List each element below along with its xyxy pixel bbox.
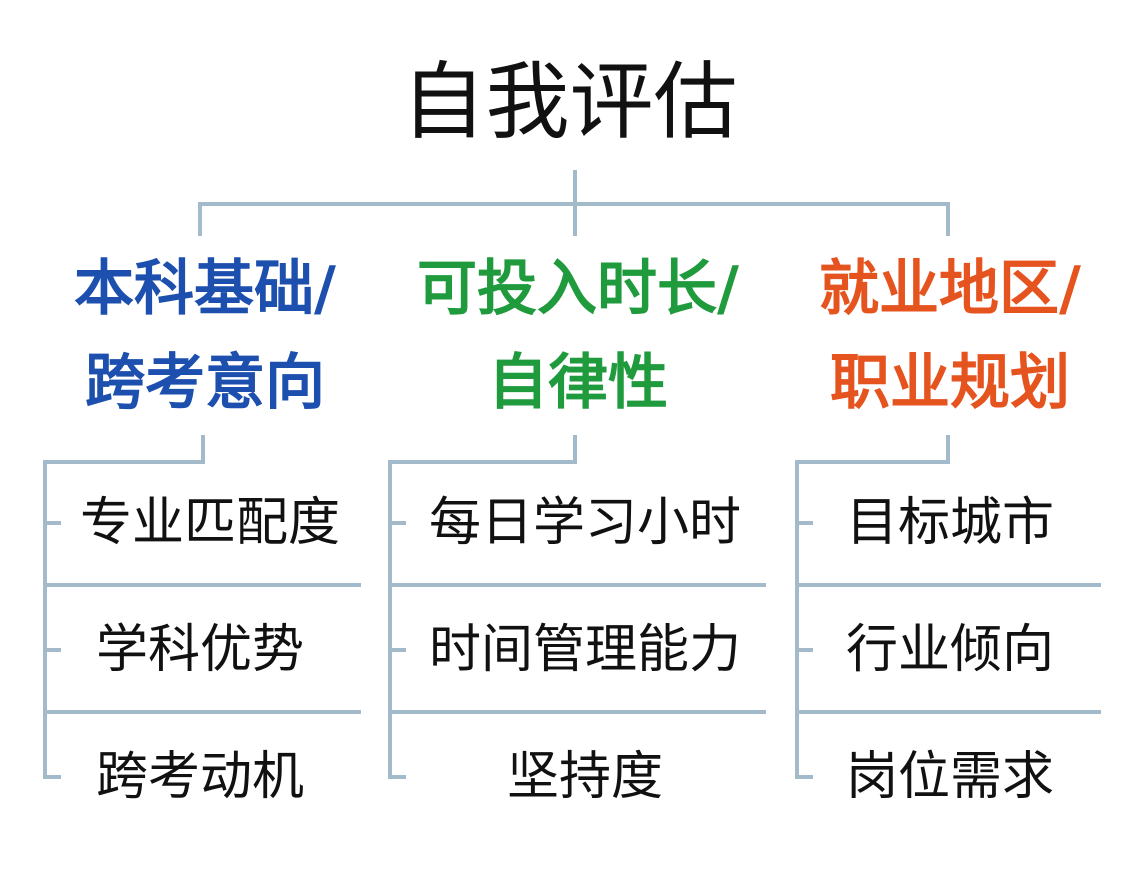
list-item: 行业倾向 (845, 620, 1054, 680)
list-item: 跨考动机 (95, 747, 304, 807)
connector (573, 435, 577, 464)
list-item: 专业匹配度 (79, 493, 340, 553)
list-item: 每日学习小时 (428, 493, 741, 553)
list-item: 目标城市 (845, 493, 1054, 553)
connector (946, 435, 950, 464)
diagram-title: 自我评估 (401, 53, 738, 151)
divider (43, 710, 361, 714)
connector (573, 202, 577, 236)
list-item: 坚持度 (506, 747, 663, 807)
connector (201, 435, 205, 464)
heading-line: 本科基础/ (74, 254, 336, 324)
divider (43, 583, 361, 587)
tick (388, 648, 406, 652)
tick (388, 521, 406, 525)
connector (573, 170, 577, 206)
branch-heading-time: 可投入时长/ 自律性 (388, 242, 768, 430)
connector (388, 460, 392, 778)
tick (388, 775, 406, 779)
list-item: 学科优势 (95, 620, 304, 680)
tick (795, 521, 813, 525)
connector (43, 460, 47, 778)
connector (946, 202, 950, 236)
branch-heading-career: 就业地区/ 职业规划 (760, 242, 1139, 430)
tick (43, 648, 61, 652)
connector (388, 460, 577, 464)
tick (795, 775, 813, 779)
heading-line: 自律性 (488, 348, 668, 418)
heading-line: 就业地区/ (819, 254, 1081, 324)
tick (795, 648, 813, 652)
divider (388, 583, 766, 587)
list-item: 时间管理能力 (428, 620, 741, 680)
divider (388, 710, 766, 714)
tick (43, 521, 61, 525)
divider (795, 710, 1101, 714)
list-item: 岗位需求 (845, 747, 1054, 807)
heading-line: 职业规划 (830, 348, 1070, 418)
tick (43, 775, 61, 779)
connector (43, 460, 205, 464)
branch-heading-academic: 本科基础/ 跨考意向 (15, 242, 395, 430)
divider (795, 583, 1101, 587)
heading-line: 可投入时长/ (417, 254, 739, 324)
connector (795, 460, 950, 464)
heading-line: 跨考意向 (85, 348, 325, 418)
connector (795, 460, 799, 778)
connector (198, 202, 202, 236)
